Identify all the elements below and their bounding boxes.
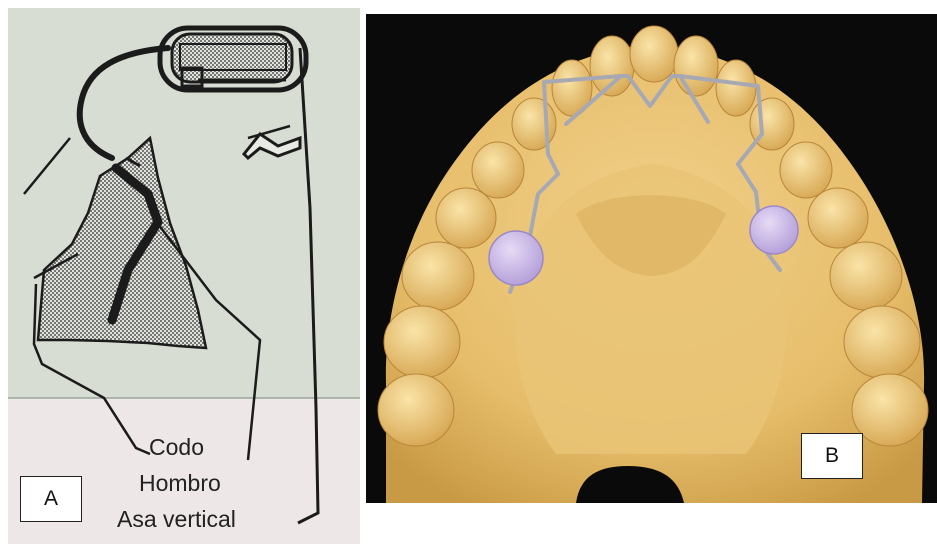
acrylic-pad-left [489,231,543,285]
acrylic-pad-right [750,206,798,254]
panel-a-diagram: Codo Hombro Asa vertical A [8,8,360,544]
label-hombro: Hombro [139,470,221,497]
capsule-shape [160,28,306,90]
panel-b-letter: B [801,433,863,479]
label-codo: Codo [149,434,204,461]
panel-b-photo: B [366,14,937,503]
label-asa-vertical: Asa vertical [117,506,236,533]
dental-cast-illustration [366,14,937,503]
spring-schematic [8,8,360,544]
panel-a-letter: A [20,476,82,522]
